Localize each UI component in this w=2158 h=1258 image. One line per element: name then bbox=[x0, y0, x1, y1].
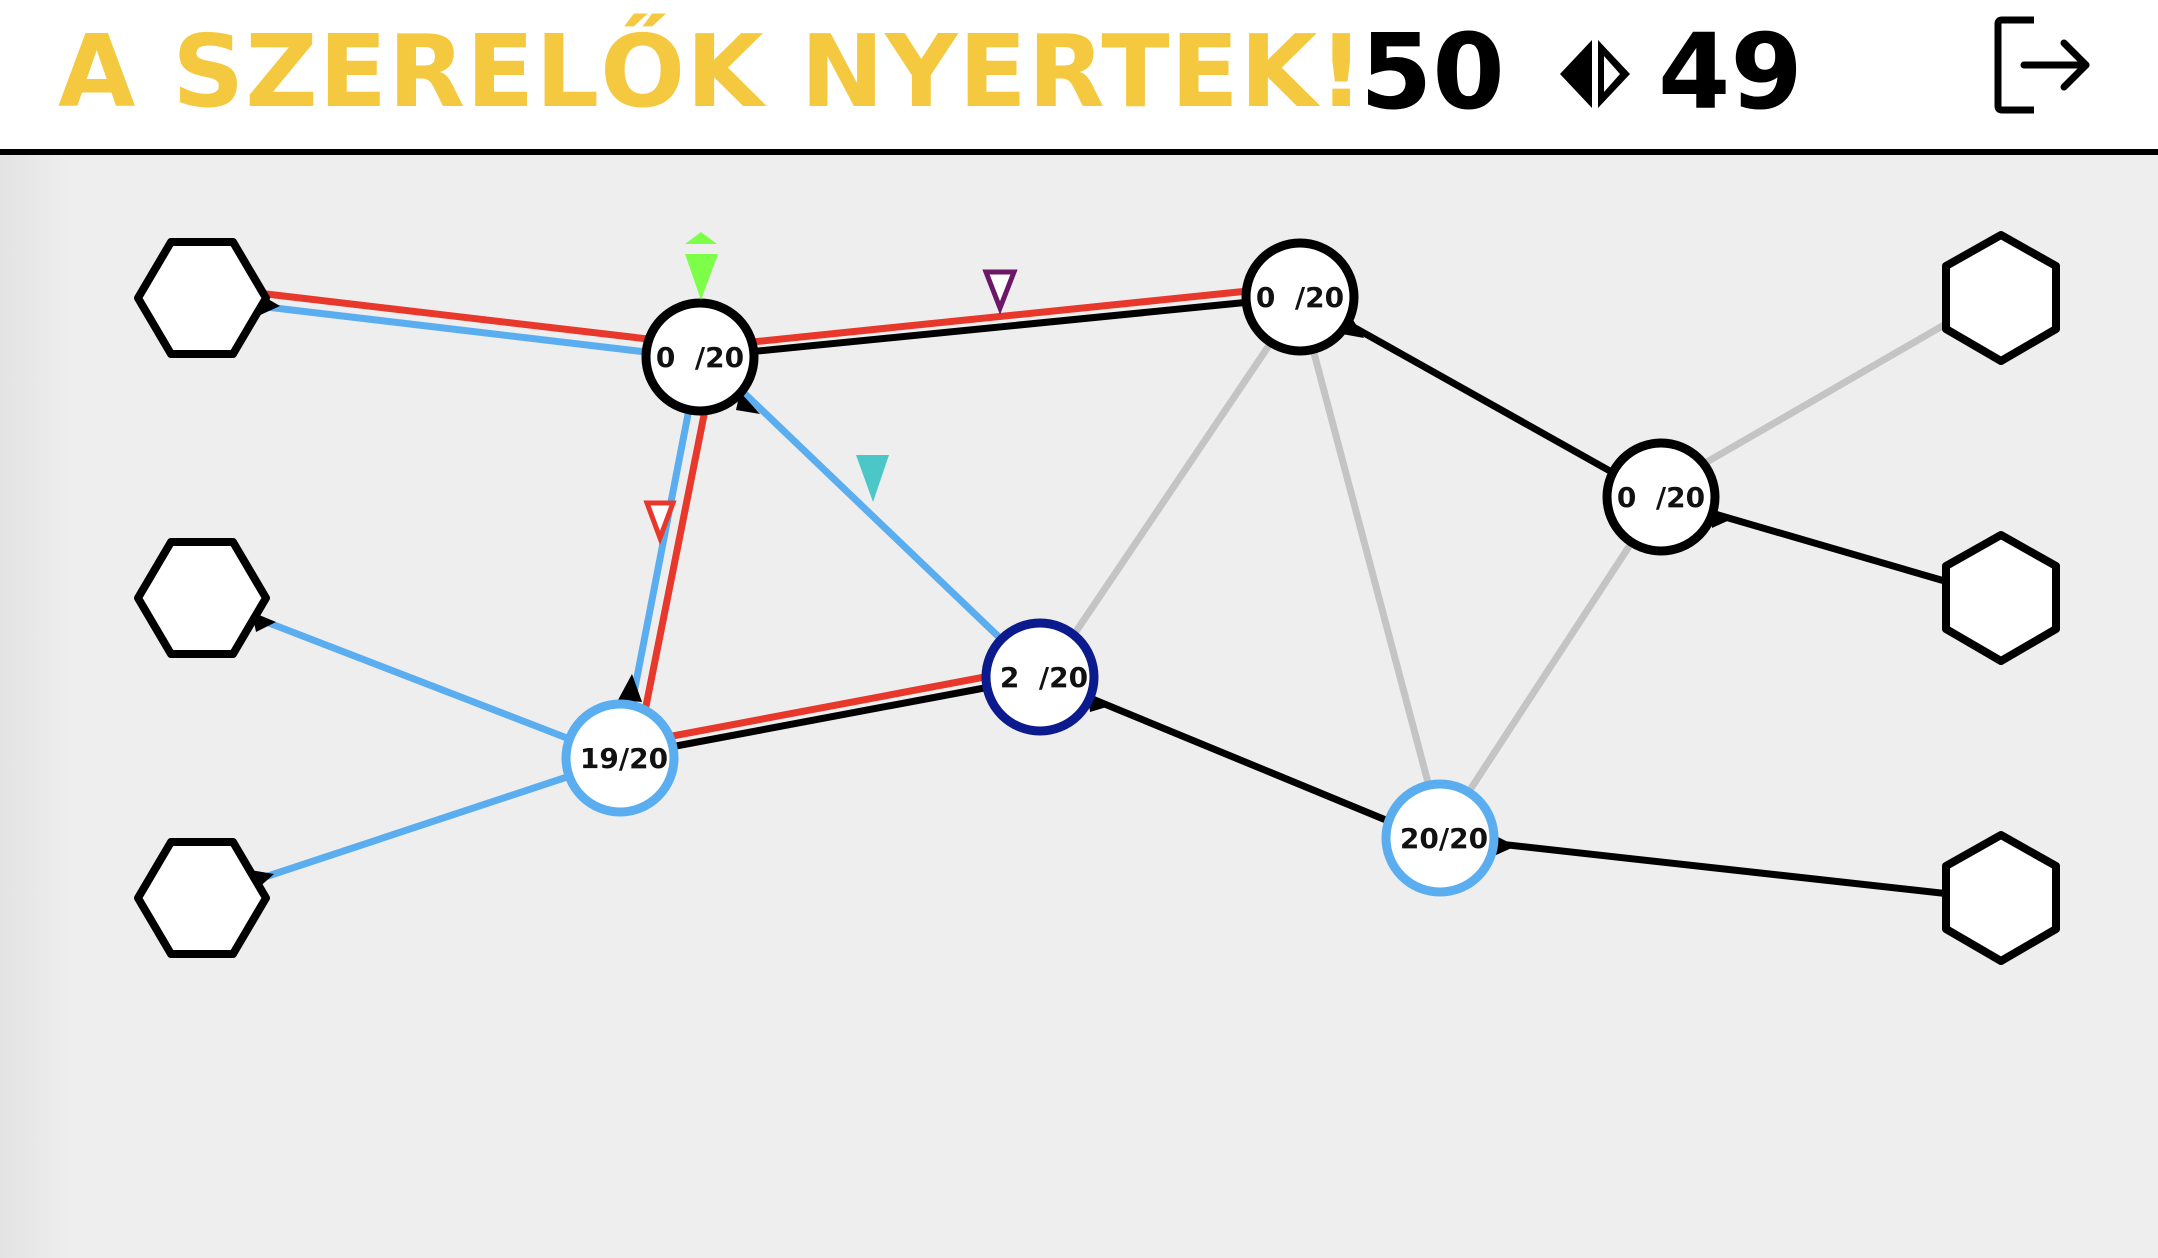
purple-player-marker[interactable] bbox=[982, 269, 1018, 315]
game-board: 0 /20 0 /20 0 /20 19/20 2 /20 20/20 bbox=[134, 231, 2060, 965]
link-arrowheads bbox=[250, 292, 1734, 890]
node-count-label: 0 /20 bbox=[1256, 281, 1344, 314]
logout-arrow-icon[interactable] bbox=[1990, 14, 2092, 116]
arrowhead bbox=[1342, 318, 1364, 338]
link-h2-n4[interactable] bbox=[252, 614, 576, 744]
link-n5-n6[interactable] bbox=[1086, 694, 1402, 829]
link-h1-n1-red[interactable] bbox=[254, 289, 652, 343]
link-n1-n2-red[interactable] bbox=[748, 287, 1252, 346]
result-banner: A SZERELŐK NYERTEK! bbox=[58, 13, 1365, 130]
hex-right-top[interactable] bbox=[1942, 231, 2060, 365]
link-n2-n6[interactable] bbox=[1310, 349, 1434, 794]
link-n1-n4-red[interactable] bbox=[642, 401, 710, 710]
link-n2-n3[interactable] bbox=[1344, 320, 1630, 484]
circle-nodes: 0 /20 0 /20 0 /20 19/20 2 /20 20/20 bbox=[561, 238, 1720, 897]
link-n4-n5[interactable] bbox=[656, 682, 999, 753]
split-diamond-icon bbox=[1560, 40, 1630, 108]
hex-right-middle[interactable] bbox=[1942, 531, 2060, 665]
player-markers bbox=[643, 232, 1018, 546]
score-right: 49 bbox=[1658, 11, 1803, 133]
node-count-label: 0 /20 bbox=[656, 341, 744, 374]
link-h1-n1-blue[interactable] bbox=[254, 302, 650, 356]
node-count-label: 20/20 bbox=[1400, 822, 1488, 855]
top-bar: A SZERELŐK NYERTEK! 50 49 bbox=[0, 0, 2158, 155]
node-circle[interactable]: 2 /20 bbox=[981, 618, 1099, 736]
link-n3-n6[interactable] bbox=[1464, 541, 1634, 797]
hex-left-middle[interactable] bbox=[134, 538, 270, 658]
link-n1-n4-blue[interactable] bbox=[628, 400, 694, 707]
node-circle[interactable]: 20/20 bbox=[1381, 779, 1499, 897]
link-n4-n5-red[interactable] bbox=[658, 672, 994, 742]
link-n6-h6[interactable] bbox=[1486, 839, 1954, 898]
red-player-marker[interactable] bbox=[643, 500, 677, 546]
teal-player-marker[interactable] bbox=[856, 455, 889, 502]
hex-left-top[interactable] bbox=[134, 238, 270, 358]
link-n1-n2[interactable] bbox=[734, 298, 1254, 357]
node-count-label: 19/20 bbox=[580, 742, 668, 775]
score-left: 50 bbox=[1360, 11, 1505, 133]
arrowhead bbox=[618, 674, 642, 702]
hexagon-nodes bbox=[134, 231, 2060, 965]
link-n3-h4[interactable] bbox=[1696, 321, 1948, 470]
node-circle[interactable]: 0 /20 bbox=[1241, 238, 1359, 356]
blue-links bbox=[252, 302, 1006, 882]
link-h3-n4[interactable] bbox=[258, 772, 574, 882]
node-circle[interactable]: 0 /20 bbox=[641, 298, 759, 416]
dark-links bbox=[656, 298, 1954, 898]
node-count-label: 2 /20 bbox=[1000, 661, 1088, 694]
green-player-marker[interactable] bbox=[685, 232, 718, 300]
red-links bbox=[254, 287, 1252, 742]
link-n1-n5-blue[interactable] bbox=[738, 387, 1006, 644]
link-n2-n5[interactable] bbox=[1069, 337, 1276, 640]
node-circle[interactable]: 0 /20 bbox=[1602, 438, 1720, 556]
link-n3-h5[interactable] bbox=[1704, 508, 1952, 586]
node-circle[interactable]: 19/20 bbox=[561, 699, 679, 817]
board-edge-shade bbox=[0, 155, 70, 1258]
hex-right-bottom[interactable] bbox=[1942, 831, 2060, 965]
inactive-links bbox=[1069, 321, 1948, 797]
node-count-label: 0 /20 bbox=[1617, 481, 1705, 514]
hex-left-bottom[interactable] bbox=[134, 838, 270, 958]
